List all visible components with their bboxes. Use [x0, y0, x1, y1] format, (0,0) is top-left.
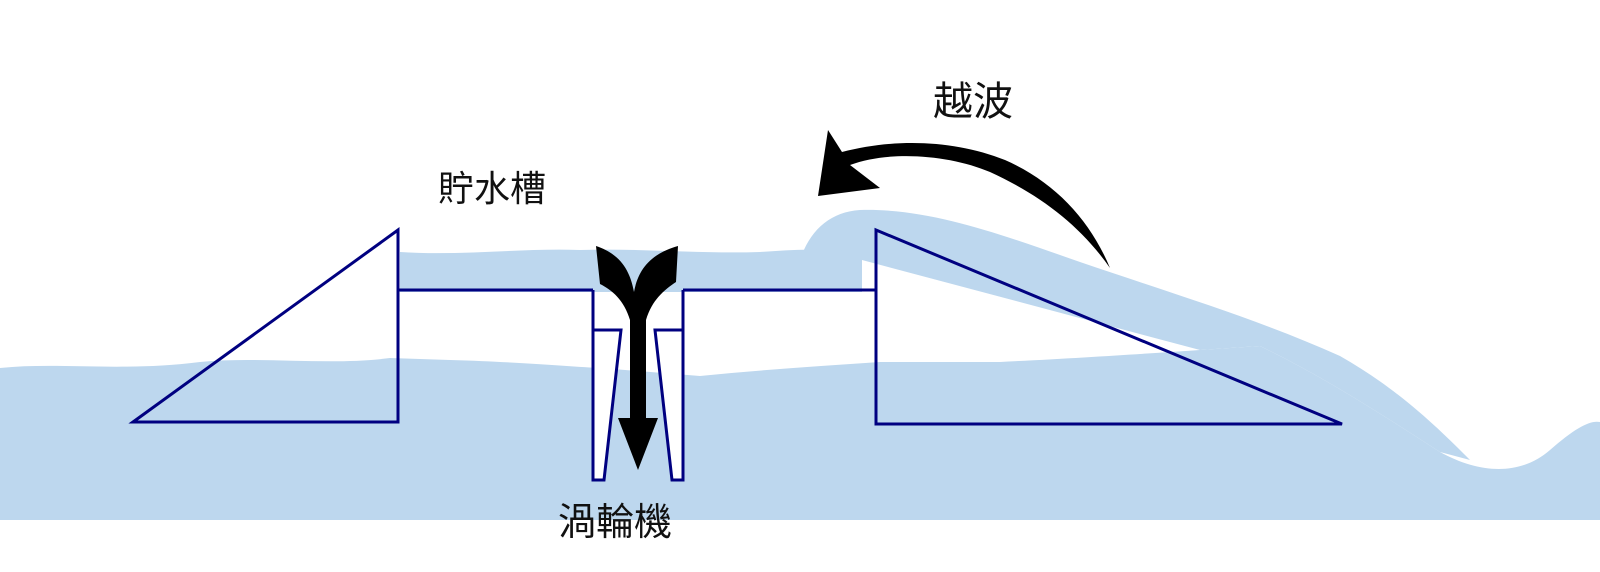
reservoir-water	[400, 249, 862, 292]
split-downward-arrow-icon	[596, 246, 678, 470]
reservoir-label: 貯水槽	[438, 169, 547, 210]
turbine-label: 渦輪機	[558, 500, 673, 544]
right-ramp-structure	[874, 227, 1343, 426]
curved-arrow-left-icon	[818, 130, 1110, 268]
wave-crest	[800, 209, 1470, 460]
turbine-duct-right-outer	[653, 290, 685, 482]
left-ramp-structure	[128, 227, 400, 424]
overtopping-wave-label: 越波	[933, 79, 1013, 125]
sea-water	[0, 346, 1600, 520]
turbine-duct-left-outer	[591, 290, 623, 482]
